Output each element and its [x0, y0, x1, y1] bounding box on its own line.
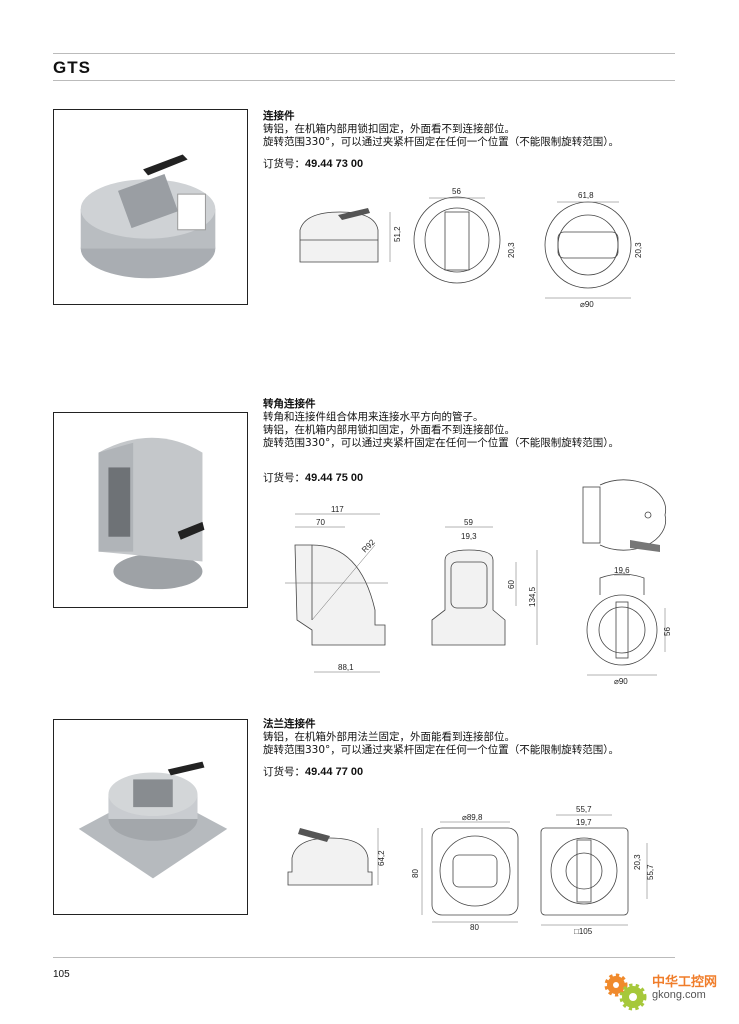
description-line: 铸铝，在机箱外部用法兰固定，外面能看到连接部位。 — [263, 731, 515, 743]
drawing-flange-bottom: 55,7 19,7 20,3 55,7 □105 — [540, 805, 655, 936]
drawing-connector-top: 56 20,3 — [413, 187, 516, 284]
dim-label: 59 — [464, 518, 473, 527]
order-number: 订货号：49.44 73 00 — [263, 158, 364, 170]
drawing-angle-front: 59 19,3 60 134,5 — [431, 518, 538, 646]
gear-icon — [604, 973, 647, 1011]
dim-label: R92 — [360, 537, 377, 554]
dim-label: 80 — [470, 923, 479, 932]
watermark-logo: 中华工控网 gkong.com — [600, 965, 730, 1015]
description-line: 铸铝，在机箱内部用锁扣固定，外面看不到连接部位。 — [263, 123, 515, 135]
section-connector-text: 连接件 铸铝，在机箱内部用锁扣固定，外面看不到连接部位。 旋转范围330°，可以… — [263, 110, 619, 171]
dim-label: 70 — [316, 518, 325, 527]
section-heading: 法兰连接件 — [263, 718, 316, 730]
drawing-angle-bottom: 19,6 56 ⌀90 — [586, 566, 672, 686]
dim-label: ⌀90 — [614, 677, 628, 686]
description-line: 旋转范围330°，可以通过夹紧杆固定在任何一个位置（不能限制旋转范围）。 — [263, 437, 620, 449]
product-photo-connector — [53, 109, 248, 305]
dim-label: 117 — [331, 505, 344, 514]
dim-label: 19,7 — [576, 818, 592, 827]
dim-label: ⌀90 — [580, 300, 594, 309]
dim-label: 61,8 — [578, 191, 594, 200]
description-line: 铸铝，在机箱内部用锁扣固定，外面看不到连接部位。 — [263, 424, 515, 436]
dim-label: 19,6 — [614, 566, 630, 575]
description-line: 旋转范围330°，可以通过夹紧杆固定在任何一个位置（不能限制旋转范围）。 — [263, 136, 620, 148]
order-number: 订货号：49.44 77 00 — [263, 766, 364, 778]
product-photo-flange-connector — [53, 719, 248, 915]
drawing-connector-side: 51,2 — [299, 208, 402, 263]
header-rule-top — [53, 53, 675, 54]
page-number: 105 — [53, 969, 70, 980]
dim-label: 56 — [452, 187, 461, 196]
dim-label: ⌀89,8 — [462, 813, 483, 822]
order-number: 订货号：49.44 75 00 — [263, 472, 364, 484]
drawing-flange-top: ⌀89,8 80 80 — [411, 813, 519, 932]
section-heading: 连接件 — [263, 110, 295, 122]
product-photo-angle-connector — [53, 412, 248, 608]
section-angle-connector-text: 转角连接件 转角和连接件组合体用来连接水平方向的管子。 铸铝，在机箱内部用锁扣固… — [263, 398, 619, 485]
dim-label: 20,3 — [634, 242, 643, 258]
drawing-flange-side: 64,2 — [287, 828, 386, 886]
dim-label: 56 — [663, 627, 672, 636]
watermark-cn: 中华工控网 — [652, 975, 718, 990]
watermark-en: gkong.com — [652, 989, 706, 1001]
dim-label: 55,7 — [576, 805, 592, 814]
dim-label: 80 — [411, 869, 420, 878]
footer-rule — [53, 957, 675, 958]
drawing-connector-bottom: 61,8 20,3 ⌀90 — [544, 191, 643, 309]
dim-label: □105 — [574, 927, 593, 936]
dim-label: 64,2 — [377, 850, 386, 866]
dim-label: 88,1 — [338, 663, 354, 672]
dim-label: 55,7 — [646, 864, 655, 880]
header-rule-bottom — [53, 80, 675, 81]
dim-label: 19,3 — [461, 532, 477, 541]
page-title: GTS — [53, 58, 91, 77]
drawing-angle-side: 117 70 R92 88,1 — [285, 505, 388, 673]
dim-label: 51,2 — [393, 226, 402, 242]
description-line: 转角和连接件组合体用来连接水平方向的管子。 — [263, 411, 484, 423]
dim-label: 134,5 — [528, 586, 537, 607]
drawing-angle-top — [582, 479, 666, 552]
dim-label: 20,3 — [633, 854, 642, 870]
dim-label: 60 — [507, 580, 516, 589]
section-heading: 转角连接件 — [263, 398, 316, 410]
section-flange-connector-text: 法兰连接件 铸铝，在机箱外部用法兰固定，外面能看到连接部位。 旋转范围330°，… — [263, 718, 619, 779]
description-line: 旋转范围330°，可以通过夹紧杆固定在任何一个位置（不能限制旋转范围）。 — [263, 744, 620, 756]
dim-label: 20,3 — [507, 242, 516, 258]
